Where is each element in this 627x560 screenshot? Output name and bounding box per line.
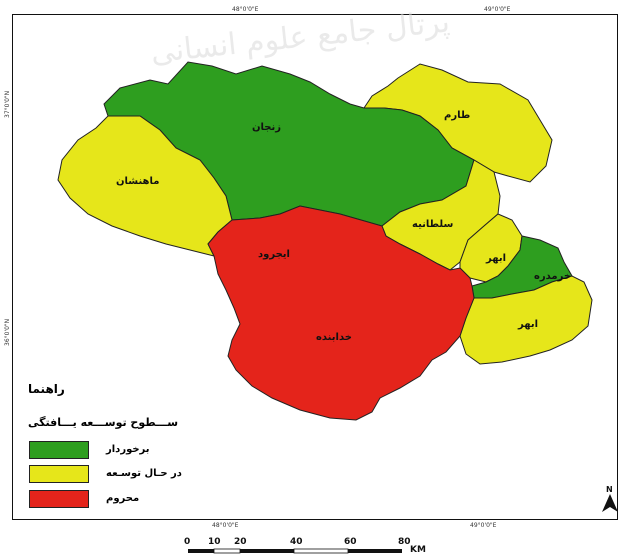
legend-label-developed: برخوردار [106, 444, 150, 455]
left-coord-label-2: 36°0'0"N [4, 318, 11, 346]
scale-tick-40: 40 [290, 537, 303, 547]
legend-swatch-developed [29, 441, 89, 459]
legend-title: راهنما [28, 382, 65, 396]
region-label-abhar-north: ابهر [486, 253, 507, 264]
region-mahneshan[interactable] [57, 115, 233, 257]
bottom-coord-label-1: 48°0'0"E [212, 522, 239, 529]
legend-label-developing: در حـال توسـعه [106, 468, 182, 479]
scale-unit: KM [410, 545, 426, 555]
scale-tick-80: 80 [398, 537, 411, 547]
region-label-soltanieh: سلطانیه [412, 219, 454, 230]
left-coord-label-1: 37°0'0"N [4, 90, 11, 118]
north-letter: N [606, 485, 613, 494]
region-label-khodabandeh: خدابنده [316, 332, 352, 343]
north-arrow: N [600, 484, 620, 518]
legend-label-deprived: محروم [106, 493, 140, 504]
region-label-khorramdarreh: خرمدره [534, 271, 572, 282]
scale-tick-0: 0 [184, 537, 191, 547]
scale-tick-20: 20 [234, 537, 247, 547]
legend-swatch-developing [29, 465, 89, 483]
top-coord-label-1: 48°0'0"E [232, 6, 259, 13]
scale-tick-60: 60 [344, 537, 357, 547]
region-label-mahneshan: ماهنشان [116, 176, 160, 187]
region-ijrud-khodabandeh[interactable] [207, 205, 475, 421]
region-abhar-south[interactable] [459, 275, 593, 365]
top-coord-label-2: 49°0'0"E [484, 6, 511, 13]
scale-bar: 0 10 20 40 60 80 KM [184, 537, 426, 557]
bottom-coord-label-2: 49°0'0"E [470, 522, 497, 529]
region-label-ijrud: ایجرود [258, 249, 290, 260]
legend-swatch-deprived [29, 490, 89, 508]
scale-tick-10: 10 [208, 537, 221, 547]
region-label-abhar-south: ابهر [518, 319, 539, 330]
region-label-tarom: طارم [444, 110, 471, 121]
region-label-zanjan: زنجان [252, 122, 282, 133]
legend-subtitle: ســـطوح توســـعه یـــافتگی [28, 416, 179, 429]
north-arrow-icon: N [602, 485, 618, 512]
scale-bar-graphic [188, 548, 402, 554]
